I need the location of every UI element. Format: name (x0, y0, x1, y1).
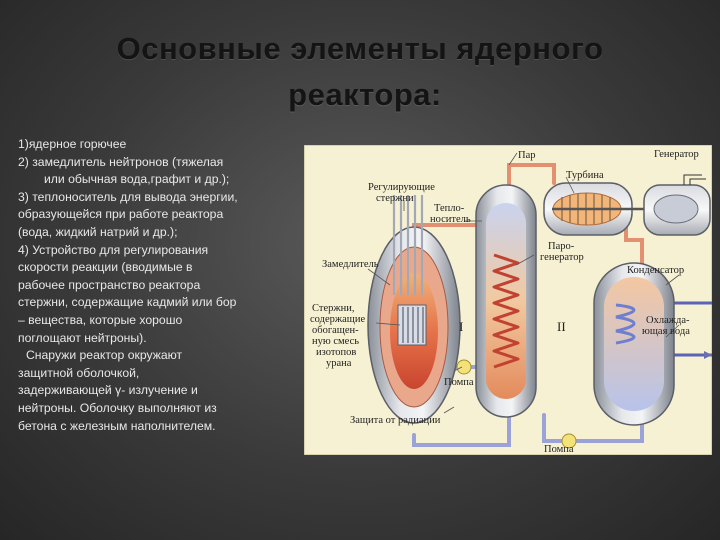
label-cooling-water-2: ющая вода (642, 326, 690, 337)
text-line: стержни, содержащие кадмий или бор (18, 295, 237, 310)
label-circuit-1: I (459, 319, 463, 334)
label-fuel-rods-3: обогащен- (312, 325, 359, 336)
reactor-vessel (367, 226, 461, 424)
label-fuel-rods-5: изотопов (316, 347, 356, 358)
leader-lines (367, 152, 680, 414)
text-line: 1)ядерное горючее (18, 137, 127, 151)
label-condenser: Конденсатор (627, 265, 684, 276)
text-line: 4) Устройство для регулирования (18, 242, 209, 257)
generator (643, 174, 711, 236)
label-steam-generator-1: Паро- (548, 241, 575, 252)
text-line: защитной оболочкой, (18, 365, 140, 380)
label-coolant-1: Тепло- (434, 203, 465, 214)
label-pump-secondary: Помпа (544, 444, 574, 455)
text-line: Снаружи реактор окружают (26, 348, 183, 363)
label-circuit-2: II (557, 319, 566, 334)
title-line-2: реактора: (288, 77, 442, 112)
control-rods (392, 195, 424, 295)
text-line: образующейся при работе реактора (18, 207, 224, 222)
text-line: (вода, жидкий натрий и др.); (18, 224, 178, 239)
label-moderator: Замедлитель (322, 259, 379, 270)
text-line: 2) замедлитель нейтронов (тяжелая (18, 154, 224, 169)
text-line: бетона с железным наполнителем. (18, 418, 216, 433)
label-fuel-rods-6: урана (326, 358, 352, 369)
text-line: скорости реакции (вводимые в (18, 260, 193, 275)
body-text: 1)ядерное горючее 2) замедлитель нейтрон… (18, 136, 300, 435)
label-steam: Пар (518, 150, 536, 161)
label-radiation-shield: Защита от радиации (350, 415, 441, 426)
text-line: поглощают нейтроны). (18, 330, 147, 345)
heat-exchange-coil (492, 253, 520, 369)
label-generator: Генератор (654, 149, 699, 160)
pump-secondary (561, 433, 577, 449)
text-line: нейтроны. Оболочку выполняют из (18, 400, 217, 415)
text-line: – вещества, которые хорошо (18, 312, 183, 327)
cooling-coil (615, 303, 636, 345)
text-line: рабочее пространство реактора (18, 277, 201, 292)
label-steam-generator-2: генератор (540, 252, 584, 263)
reactor-diagram: Пар Генератор Турбина Регулирующие стерж… (303, 144, 714, 456)
label-fuel-rods-2: содержащие (310, 314, 365, 325)
text-line: 3) теплоноситель для вывода энергии, (18, 189, 238, 204)
fuel-rods-block (397, 304, 427, 346)
text-line: задерживающей γ- излучение и (18, 383, 198, 398)
text-line: или обычная вода,графит и др.); (44, 172, 230, 187)
reactor-diagram-svg: Пар Генератор Турбина Регулирующие стерж… (303, 144, 714, 456)
label-coolant-2: носитель (430, 214, 471, 225)
label-control-rods-1: Регулирующие (368, 182, 435, 193)
pump-primary (456, 359, 472, 375)
label-turbine: Турбина (566, 170, 604, 181)
label-fuel-rods-4: ную смесь (312, 336, 359, 347)
label-control-rods-2: стержни (376, 193, 414, 204)
slide-title: Основные элементы ядерного реактора: (0, 26, 720, 118)
label-pump-primary: Помпа (444, 377, 474, 388)
steam-generator (475, 184, 537, 418)
diagram-labels: Пар Генератор Турбина Регулирующие стерж… (310, 149, 699, 455)
title-line-1: Основные элементы ядерного (116, 31, 604, 66)
label-fuel-rods-1: Стержни, (312, 303, 354, 314)
label-cooling-water-1: Охлажда- (646, 315, 690, 326)
turbine (543, 182, 644, 236)
condenser (593, 262, 675, 426)
